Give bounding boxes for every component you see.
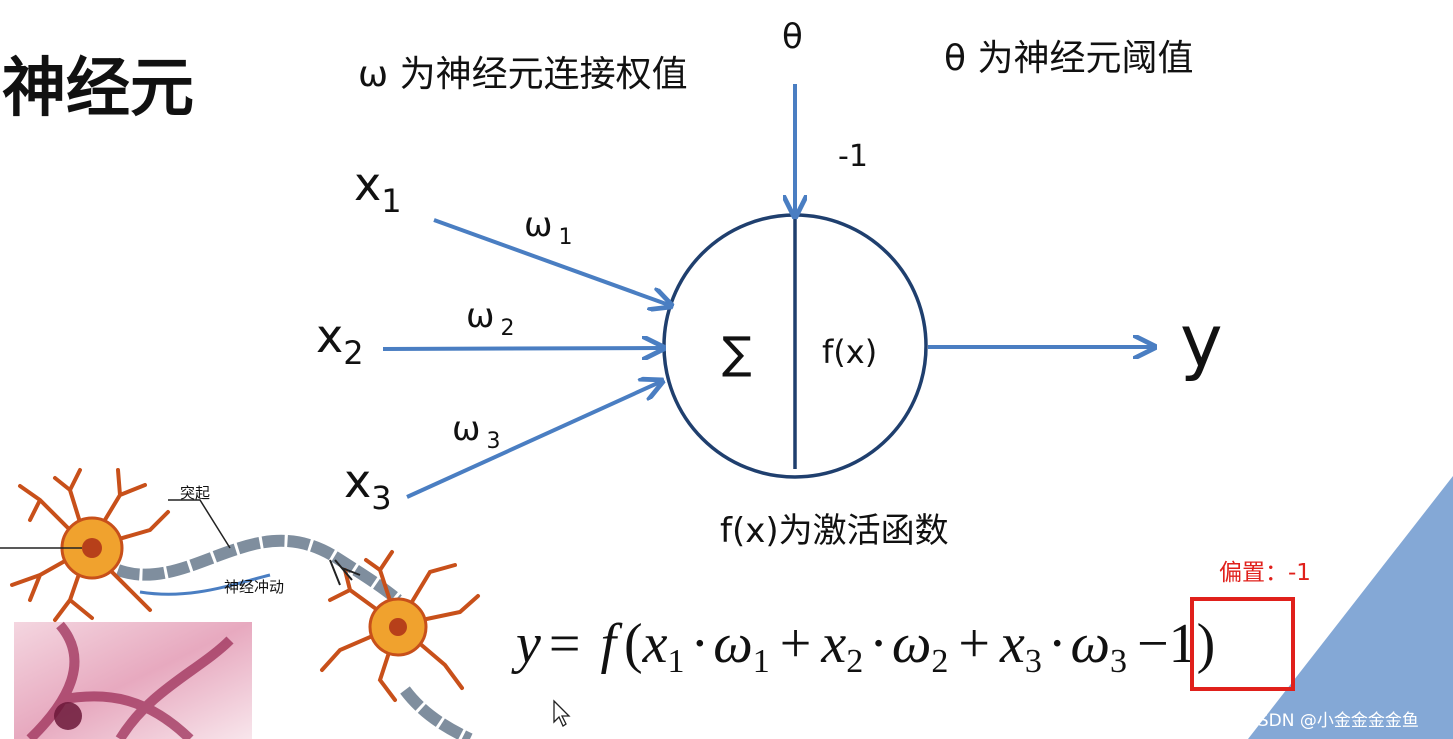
- mouse-cursor-icon: [553, 699, 571, 727]
- dendrite-label: 突起: [180, 484, 210, 502]
- sum-symbol: ∑: [722, 328, 752, 379]
- input-x2: x2: [316, 309, 364, 372]
- bias-highlight-box: [1190, 597, 1295, 691]
- impulse-label: 神经冲动: [224, 578, 284, 596]
- axon: [115, 534, 402, 605]
- input-x3: x3: [344, 454, 392, 517]
- activation-note: f(x)为激活函数: [720, 511, 949, 551]
- bias-annotation: 偏置：-1: [1219, 560, 1311, 586]
- output-y: y: [1180, 299, 1223, 383]
- neuron-illustration: 突起 神经冲动: [0, 468, 480, 739]
- page-title: 神经元: [2, 52, 194, 126]
- activation-symbol: f(x): [822, 333, 877, 371]
- input-arrow-3: [406, 382, 660, 499]
- theta-label: θ: [782, 17, 803, 57]
- input-x1: x1: [354, 157, 402, 220]
- bias-input-label: -1: [838, 139, 868, 174]
- threshold-note: θ 为神经元阈值: [944, 38, 1193, 79]
- weight-note: ω 为神经元连接权值: [358, 54, 688, 95]
- watermark: CSDN @小金金金金鱼: [1246, 711, 1419, 731]
- decorative-triangle: [1248, 476, 1453, 739]
- input-arrow-1: [433, 218, 669, 305]
- formula: y=f(x1·ω1+x2·ω2+x3·ω3−1): [511, 613, 1215, 680]
- input-arrow-2: [382, 348, 661, 349]
